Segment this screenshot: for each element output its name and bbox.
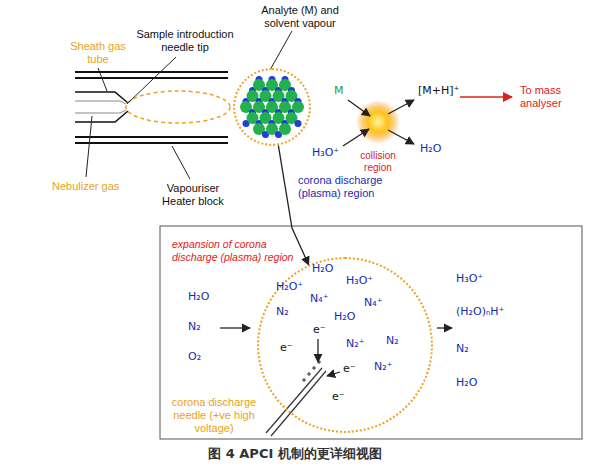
region-label: corona discharge (plasma) region [298,174,390,200]
heater-block [75,71,228,73]
electron: e⁻ [332,390,345,403]
plasma-cloud: corona discharge (plasma) region [233,68,311,146]
flow-connector [278,145,308,264]
species: H₂O [334,310,355,323]
collision-blob [356,100,400,144]
callout-label: Sheath gas tube [66,40,130,66]
flow-arrow [220,328,452,376]
region-label: collision region [347,150,409,174]
species: N₂⁺ [374,360,392,373]
leader-line [172,146,190,179]
corona-needle [271,371,326,436]
sheath-gas-tube [75,111,128,122]
leader-line [98,68,107,91]
droplet-dots [240,76,304,138]
callout-label: Nebulizer gas [52,180,119,193]
needle-tube [75,101,126,113]
heater-block [75,77,228,79]
electron: e⁻ [343,362,356,375]
electron: e⁻ [313,323,326,336]
spray-plume [126,91,230,123]
heater-block [75,136,228,138]
flow-arrow [327,372,340,376]
collision-region: collision region [364,108,392,136]
corona-needle [266,368,326,436]
region-label: expansion of corona discharge (plasma) r… [172,238,294,263]
sheath-gas-tube [75,92,128,103]
species: H₃O⁺ [346,274,373,287]
species: O₂ [188,350,201,363]
figure-caption: 图 4 APCI 机制的更详细视图 [0,446,590,462]
species: N₂ [456,342,469,355]
reaction-arrow [343,100,414,146]
destination-label: To mass analyser [520,84,584,110]
heater-block [75,142,228,144]
species: H₂O⁺ [276,280,303,293]
species: H₃O⁺ [456,272,483,285]
leader-line [270,31,292,70]
species: N₄⁺ [364,296,382,309]
species: N₂⁺ [346,337,364,350]
leader-line [86,116,92,177]
charge-marks [302,378,306,382]
species: N₂ [276,305,289,318]
charge-marks [312,366,316,370]
flow-arrow [220,327,250,328]
species: [M+H]⁺ [418,84,459,97]
species: N₂ [386,334,399,347]
callout-label: Analyte (M) and solvent vapour [250,4,350,30]
callout-label: Sample introduction needle tip [126,28,244,54]
species: N₄⁺ [310,292,328,305]
droplet-dots [295,120,302,127]
flow-arrow [317,339,318,362]
needle-tube [75,110,126,113]
charge-marks [307,372,311,376]
species: (H₂O)ₙH⁺ [456,305,504,318]
needle-label: corona discharge needle (+ve high voltag… [166,396,262,436]
species: H₂O [188,290,209,303]
needle-tube [75,101,126,104]
species: N₂ [188,320,201,333]
reaction-arrow [388,130,414,144]
reaction-arrow [348,100,370,116]
charge-marks [317,360,321,364]
species: H₃O⁺ [312,146,339,159]
reaction-arrow [343,129,369,146]
droplet-dots [279,123,291,135]
reaction-arrow [388,100,414,114]
heater-block [75,72,228,143]
corona-needle [266,368,322,433]
species: H₂O [456,376,477,389]
droplet-dots [292,101,304,113]
callout-label: Vapouriser Heater block [150,182,236,208]
species: H₂O [420,142,441,155]
flow-arrow [437,327,452,328]
leader-line [127,57,176,104]
to-analyser-arrow [460,96,512,98]
inset-frame [160,226,582,439]
charge-marks [302,360,321,382]
sheath-gas-tube [75,92,128,122]
leader-line [86,31,292,179]
species: H₂O [312,262,333,275]
species: M [334,84,344,97]
electron: e⁻ [280,341,293,354]
